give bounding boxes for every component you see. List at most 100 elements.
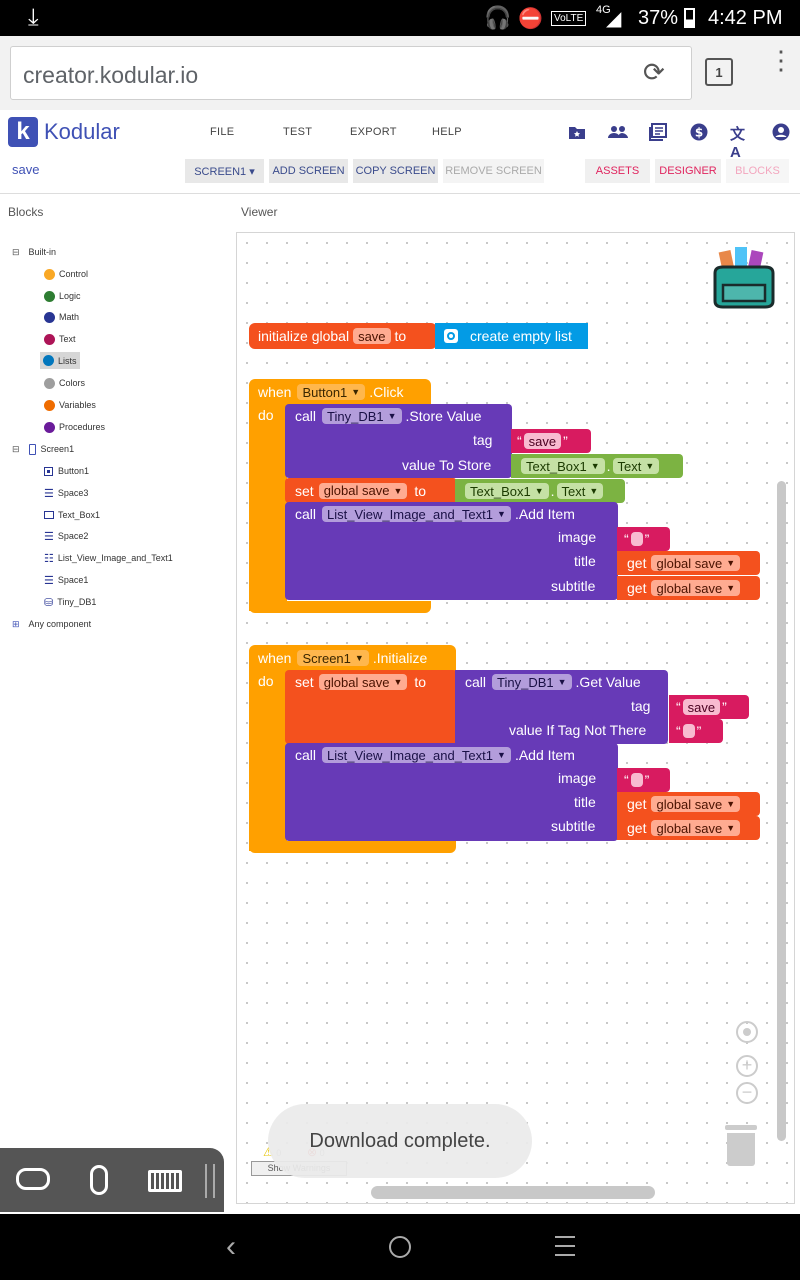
tree-item-lists[interactable]: Lists [40,352,80,369]
tree-item-variables[interactable]: Variables [44,397,96,413]
tree-screen1[interactable]: ⊟Screen1 [12,441,74,457]
tree-item-colors[interactable]: Colors [44,375,85,391]
tab-count[interactable]: 1 [705,58,733,86]
recenter-icon[interactable] [736,1021,758,1043]
trash-icon[interactable] [725,1125,757,1167]
component-dropdown[interactable]: Text_Box1▼ [521,458,605,474]
space-icon: ☰ [44,530,54,543]
event-bottom-bar [249,601,431,613]
component-dropdown[interactable]: Tiny_DB1▼ [492,674,572,690]
socket-label: tag [631,698,651,714]
blocks-button[interactable]: BLOCKS [726,159,789,183]
variable-dropdown[interactable]: global save▼ [318,674,408,690]
menu-test[interactable]: TEST [283,126,313,138]
textbox-text-getter[interactable]: Text_Box1▼ . Text▼ [511,454,683,478]
tree-builtin[interactable]: ⊟Built-in [12,244,56,260]
var-name-field[interactable]: save [353,328,391,344]
property-dropdown[interactable]: Text▼ [556,483,604,499]
gear-icon[interactable] [444,329,458,343]
get-global-block[interactable]: get global save▼ [617,792,760,816]
property-dropdown[interactable]: Text▼ [612,458,660,474]
component-dropdown[interactable]: List_View_Image_and_Text1▼ [322,506,511,522]
copy-screen-button[interactable]: COPY SCREEN [353,159,438,183]
variable-dropdown[interactable]: global save▼ [318,482,408,499]
text-value[interactable] [630,773,643,787]
vertical-scrollbar[interactable] [777,481,786,1141]
component-dropdown[interactable]: Text_Box1▼ [465,483,549,499]
text-literal-block[interactable]: “save” [669,695,749,719]
projects-icon[interactable] [568,123,586,141]
users-icon[interactable] [608,123,628,141]
docs-icon[interactable] [649,123,667,141]
expand-icon[interactable]: ⊞ [12,618,20,629]
text-value[interactable]: save [523,433,562,449]
gamepad-icon[interactable] [16,1168,50,1190]
tree-item-logic[interactable]: Logic [44,288,81,304]
tree-comp-space2[interactable]: ☰Space2 [44,528,88,544]
add-screen-button[interactable]: ADD SCREEN [269,159,348,183]
tree-item-control[interactable]: Control [44,266,88,282]
text-value[interactable] [630,532,643,546]
get-global-block[interactable]: get global save▼ [617,816,760,840]
screen-selector-button[interactable]: SCREEN1 ▾ [185,159,264,183]
tree-comp-tinydb1[interactable]: ⛁Tiny_DB1 [44,594,96,610]
component-dropdown[interactable]: Button1▼ [297,384,366,400]
set-global-block[interactable]: set global save▼ to [285,478,457,503]
keyboard-icon[interactable] [148,1170,182,1192]
recents-icon[interactable] [555,1236,575,1256]
zoom-out-icon[interactable]: − [736,1082,758,1104]
tree-item-text[interactable]: Text [44,331,76,347]
component-dropdown[interactable]: Tiny_DB1▼ [322,408,402,424]
tree-any-component[interactable]: ⊞Any component [12,616,91,632]
translate-icon[interactable]: 文A [730,126,746,161]
text-value[interactable]: save [682,699,721,715]
collapse-icon[interactable]: ⊟ [12,443,20,454]
variable-dropdown[interactable]: global save▼ [651,796,741,812]
component-dropdown[interactable]: Screen1▼ [297,650,369,666]
menu-file[interactable]: FILE [210,126,235,138]
tree-comp-space3[interactable]: ☰Space3 [44,485,88,501]
menu-export[interactable]: EXPORT [350,126,397,138]
variable-dropdown[interactable]: global save▼ [651,820,741,836]
url-bar[interactable]: creator.kodular.io [10,46,692,100]
designer-button[interactable]: DESIGNER [655,159,721,183]
more-menu-icon[interactable]: ⋮ [768,45,794,75]
empty-text-block[interactable]: “” [617,768,670,792]
horizontal-scrollbar[interactable] [371,1186,655,1199]
blocks-workspace[interactable]: initialize global save to create empty l… [236,232,795,1204]
text-literal-block[interactable]: “save” [511,429,591,453]
warning-icon: ⚠ [263,1145,274,1159]
tree-comp-textbox1[interactable]: Text_Box1 [44,507,100,523]
assets-button[interactable]: ASSETS [585,159,650,183]
init-global-block[interactable]: initialize global save to [249,323,437,349]
get-global-block[interactable]: get global save▼ [617,576,760,600]
dollar-icon[interactable]: $ [690,123,708,141]
zoom-in-icon[interactable]: + [736,1055,758,1077]
create-empty-list-block[interactable]: create empty list [435,323,588,349]
block-text: get [627,796,647,812]
variable-dropdown[interactable]: global save▼ [651,580,741,596]
mouse-icon[interactable] [90,1165,108,1195]
remove-screen-button[interactable]: REMOVE SCREEN [443,159,544,183]
empty-text-block[interactable]: “” [617,527,670,551]
variable-dropdown[interactable]: global save▼ [651,555,741,571]
tree-item-math[interactable]: Math [44,309,79,325]
component-dropdown[interactable]: List_View_Image_and_Text1▼ [322,747,511,763]
reload-icon[interactable]: ⟳ [643,57,665,87]
backpack-icon[interactable] [709,243,779,314]
drag-handle[interactable] [205,1164,215,1198]
home-icon[interactable] [389,1236,411,1258]
tree-comp-space1[interactable]: ☰Space1 [44,572,88,588]
get-global-block[interactable]: get global save▼ [617,551,760,575]
tree-comp-button1[interactable]: Button1 [44,463,89,479]
socket-label: value To Store [402,457,492,473]
account-icon[interactable] [772,123,790,141]
text-value[interactable] [682,724,695,738]
collapse-icon[interactable]: ⊟ [12,246,20,257]
tree-item-procedures[interactable]: Procedures [44,419,105,435]
empty-text-block[interactable]: “” [669,719,723,743]
textbox-text-getter[interactable]: Text_Box1▼ . Text▼ [455,479,625,503]
tree-comp-listview[interactable]: ☷List_View_Image_and_Text1 [44,550,173,566]
back-icon[interactable]: ‹ [226,1230,236,1263]
menu-help[interactable]: HELP [432,126,462,138]
